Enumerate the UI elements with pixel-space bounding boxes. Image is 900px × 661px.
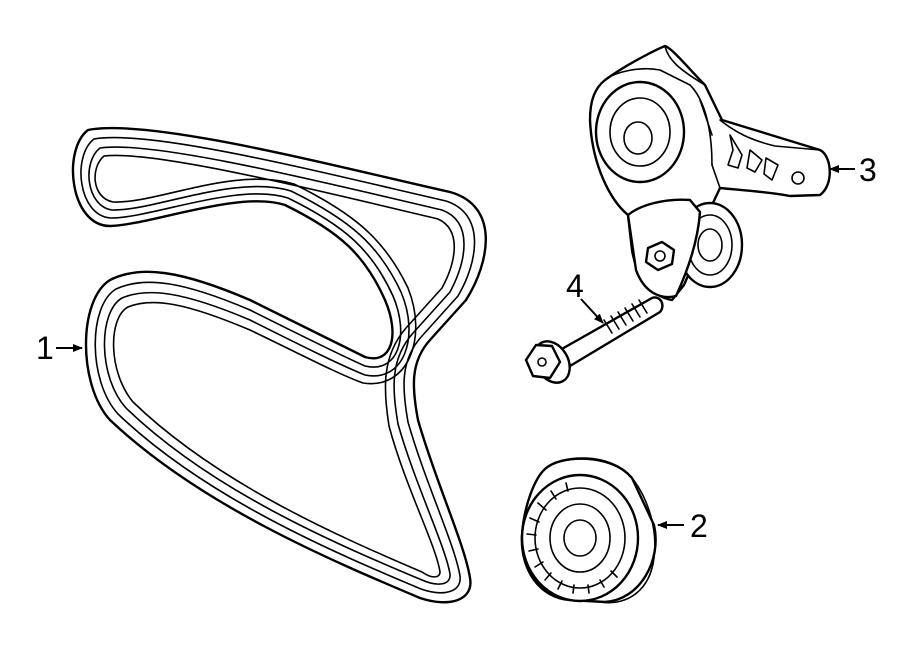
callout-3-label: 3 (859, 152, 877, 188)
idler-pulley (520, 457, 657, 604)
bolt (524, 296, 664, 384)
belt-tensioner (588, 44, 831, 302)
leader-4 (580, 298, 604, 324)
callout-4-label: 4 (566, 268, 584, 304)
belt (71, 126, 487, 604)
callout-1-label: 1 (36, 330, 54, 366)
callout-2-label: 2 (690, 508, 708, 544)
leaders (56, 165, 855, 529)
